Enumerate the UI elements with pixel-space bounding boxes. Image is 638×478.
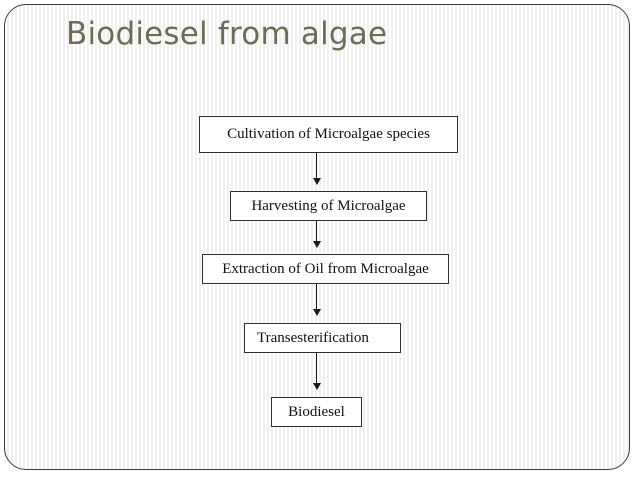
flow-step-label: Cultivation of Microalgae species: [227, 126, 430, 142]
slide-frame: [4, 4, 630, 470]
arrow-down-icon: [312, 383, 321, 390]
flow-step-box-4: Transesterification: [244, 323, 401, 353]
flow-step-box-1: Cultivation of Microalgae species: [199, 116, 458, 153]
flow-connector-step-1-to-step-2: [316, 153, 317, 179]
flow-step-label: Extraction of Oil from Microalgae: [222, 260, 429, 277]
flow-step-label: Biodiesel: [288, 403, 345, 420]
flow-step-box-3: Extraction of Oil from Microalgae: [202, 254, 449, 284]
flow-connector-step-3-to-step-4: [316, 284, 317, 310]
flow-connector-step-4-to-step-5: [316, 353, 317, 384]
flow-step-box-2: Harvesting of Microalgae: [230, 191, 427, 221]
arrow-down-icon: [312, 178, 321, 185]
arrow-down-icon: [312, 309, 321, 316]
flow-step-label: Transesterification: [257, 329, 369, 346]
flow-step-box-5: Biodiesel: [271, 397, 362, 427]
page-title: Biodiesel from algae: [66, 16, 388, 52]
flow-connector-step-2-to-step-3: [316, 221, 317, 242]
flow-step-label: Harvesting of Microalgae: [251, 197, 406, 214]
arrow-down-icon: [312, 241, 321, 248]
